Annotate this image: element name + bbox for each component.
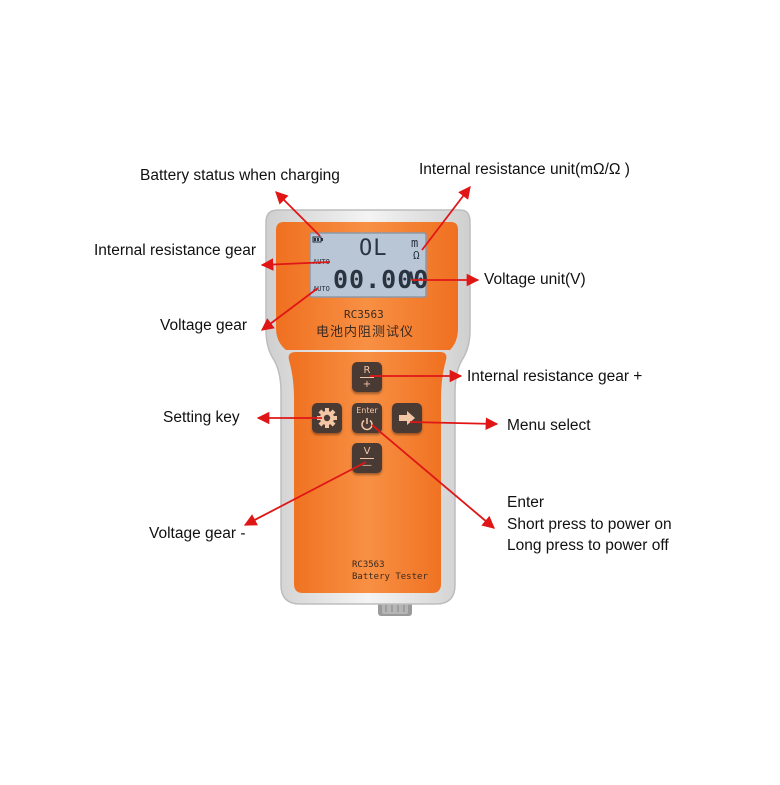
label-battery-status: Battery status when charging (140, 167, 340, 184)
label-voltage-unit: Voltage unit(V) (484, 271, 586, 288)
v-minus-label-v: V (363, 446, 371, 457)
device-model-bottom: RC3563 (352, 560, 385, 570)
label-short-press: Short press to power on (507, 516, 672, 533)
label-enter: Enter (507, 494, 545, 511)
lcd-auto-resistance: AUTO (313, 258, 330, 266)
lcd-resistance-unit-m: m (411, 236, 419, 250)
r-plus-label-plus: + (360, 377, 374, 391)
power-icon (361, 418, 373, 431)
enter-label: Enter (356, 406, 378, 415)
device-model-top: RC3563 (344, 308, 384, 321)
gear-icon (317, 408, 337, 428)
r-plus-button[interactable]: R + (352, 362, 382, 392)
setting-button[interactable] (312, 403, 342, 433)
label-long-press: Long press to power off (507, 537, 669, 554)
device-subtitle: Battery Tester (352, 572, 428, 582)
lcd-auto-voltage: AUTO (313, 285, 330, 293)
label-voltage-gear: Voltage gear (160, 317, 248, 334)
arrow-right-icon (399, 411, 415, 425)
v-minus-button[interactable]: V — (352, 443, 382, 473)
label-resistance-unit: Internal resistance unit(mΩ/Ω ) (419, 161, 630, 178)
label-voltage-gear-minus: Voltage gear - (149, 525, 246, 542)
label-resistance-gear: Internal resistance gear (94, 242, 256, 259)
label-setting-key: Setting key (163, 409, 240, 426)
device-title-cn: 电池内阻测试仪 (316, 325, 415, 340)
lcd-voltage-unit: V (409, 269, 420, 289)
label-resistance-gear-plus: Internal resistance gear + (467, 368, 643, 385)
menu-button[interactable] (392, 403, 422, 433)
lcd-resistance-unit-ohm: Ω (413, 249, 420, 262)
lcd-resistance-value: OL (359, 236, 388, 261)
v-minus-label-minus: — (360, 458, 374, 471)
r-plus-label-r: R (363, 365, 371, 376)
label-menu-select: Menu select (507, 417, 591, 434)
enter-button[interactable]: Enter (352, 403, 382, 433)
